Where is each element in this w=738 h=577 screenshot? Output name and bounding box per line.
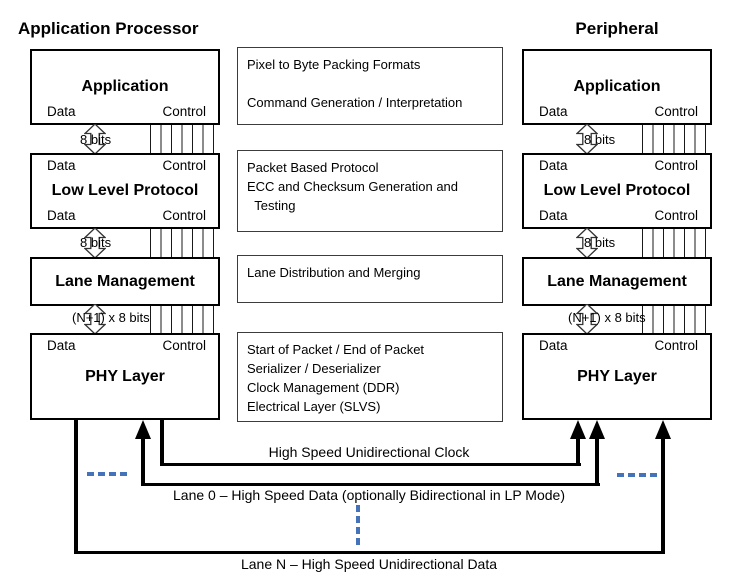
ph-llp-data-port-top-label: Data (539, 158, 568, 173)
lane0-label: Lane 0 – High Speed Data (optionally Bid… (173, 487, 565, 503)
ap-low-level-protocol-label: Low Level Protocol (51, 182, 199, 199)
laneN-line-horizontal (74, 551, 665, 554)
left-lanes-ellipsis-dashes (87, 472, 128, 476)
ap-application-label: Application (81, 78, 169, 95)
ph-control-bus-app-llp (642, 125, 706, 153)
ph-bus-width-label-1: 8 bits (584, 132, 616, 147)
phy-layer-description-box: Start of Packet / End of Packet Serializ… (237, 332, 503, 422)
description-line: Pixel to Byte Packing Formats (247, 57, 421, 72)
ph-control-bus-llp-lane (642, 229, 706, 257)
ph-phy-data-port-label: Data (539, 338, 568, 353)
ph-control-bus-lane-phy (642, 306, 706, 333)
description-line: Electrical Layer (SLVS) (247, 399, 381, 414)
description-line (247, 74, 494, 93)
ph-low-level-protocol-label: Low Level Protocol (543, 182, 691, 199)
application-processor-stack: Application Data Control 8 bits Data Con… (30, 0, 220, 577)
description-line: Command Generation / Interpretation (247, 95, 463, 110)
ph-application-control-port-label: Control (654, 103, 698, 119)
clock-line-horizontal (160, 463, 581, 466)
ap-phy-data-port-label: Data (47, 338, 76, 353)
ap-application-data-port-label: Data (47, 103, 76, 119)
ph-low-level-protocol-box: Data Control Low Level Protocol Data Con… (522, 153, 712, 229)
ap-lane-management-box: Lane Management (30, 257, 220, 306)
ap-data-bus-arrow-icon-1 (84, 124, 106, 154)
ph-bus-width-label-3: (N+1) x 8 bits (568, 310, 646, 325)
laneN-line-left-drop (74, 420, 78, 554)
clock-label: High Speed Unidirectional Clock (268, 444, 470, 460)
ap-control-bus-llp-lane (150, 229, 214, 257)
description-line: ECC and Checksum Generation and (247, 179, 459, 194)
ph-lane-management-box: Lane Management (522, 257, 712, 306)
lane0-line-horizontal (141, 483, 600, 486)
description-line: Testing (247, 198, 296, 213)
ap-phy-layer-label: PHY Layer (85, 367, 165, 385)
description-line: Clock Management (DDR) (247, 380, 400, 395)
ap-llp-data-port-top-label: Data (47, 158, 76, 173)
peripheral-stack: Application Data Control 8 bits Data Con… (522, 0, 712, 577)
ap-llp-control-port-top-label: Control (162, 158, 206, 173)
ph-data-bus-arrow-icon-1 (576, 124, 598, 154)
ph-application-box: Application Data Control (522, 49, 712, 125)
lane0-line-right-rise (595, 436, 599, 486)
ph-llp-control-port-top-label: Control (654, 158, 698, 173)
ph-phy-control-port-label: Control (654, 338, 698, 353)
application-description-box: Pixel to Byte Packing Formats Command Ge… (237, 47, 503, 125)
lane0-line-left-drop (141, 436, 145, 486)
title-application-processor: Application Processor (18, 19, 199, 38)
ap-application-control-port-label: Control (162, 103, 206, 119)
ph-llp-data-port-bottom-label: Data (539, 207, 568, 223)
ap-bus-width-label-2: 8 bits (80, 235, 112, 250)
ph-lane-management-label: Lane Management (547, 272, 687, 290)
ap-data-bus-arrow-icon-2 (84, 228, 106, 258)
lane0-left-up-arrow-icon (135, 420, 151, 439)
ph-phy-layer-box: Data Control PHY Layer (522, 333, 712, 420)
laneN-line-right-rise (661, 436, 665, 554)
ph-application-label: Application (573, 78, 661, 95)
lane-management-description-box: Lane Distribution and Merging (237, 255, 503, 303)
ph-phy-layer-label: PHY Layer (577, 367, 657, 385)
ap-data-bus-arrow-icon-3 (84, 304, 106, 334)
ph-data-bus-arrow-icon-2 (576, 228, 598, 258)
ap-lane-management-label: Lane Management (55, 272, 195, 290)
clock-line-left-drop (160, 420, 164, 466)
right-lanes-ellipsis-dashes (617, 473, 659, 477)
ap-low-level-protocol-box: Data Control Low Level Protocol Data Con… (30, 153, 220, 229)
description-line: Packet Based Protocol (247, 160, 379, 175)
ap-llp-data-port-bottom-label: Data (47, 207, 76, 223)
ap-llp-control-port-bottom-label: Control (162, 207, 206, 223)
ph-application-data-port-label: Data (539, 103, 568, 119)
clock-up-arrow-icon (570, 420, 586, 439)
ph-bus-width-label-2: 8 bits (584, 235, 616, 250)
laneN-label: Lane N – High Speed Unidirectional Data (240, 556, 498, 572)
ap-phy-layer-box: Data Control PHY Layer (30, 333, 220, 420)
ph-data-bus-arrow-icon-3 (576, 304, 598, 334)
clock-line-right-rise (576, 437, 580, 466)
description-line: Start of Packet / End of Packet (247, 342, 425, 357)
lane0-right-up-arrow-icon (589, 420, 605, 439)
description-line: Lane Distribution and Merging (247, 265, 421, 280)
ap-bus-width-label-3: (N+1) x 8 bits (72, 310, 150, 325)
middle-lanes-ellipsis-dashes (356, 505, 360, 546)
ap-application-box: Application Data Control (30, 49, 220, 125)
low-level-protocol-description-box: Packet Based Protocol ECC and Checksum G… (237, 150, 503, 232)
description-line: Serializer / Deserializer (247, 361, 381, 376)
ap-phy-control-port-label: Control (162, 338, 206, 353)
ap-control-bus-lane-phy (150, 306, 214, 333)
ap-control-bus-app-llp (150, 125, 214, 153)
laneN-right-up-arrow-icon (655, 420, 671, 439)
ap-bus-width-label-1: 8 bits (80, 132, 112, 147)
ph-llp-control-port-bottom-label: Control (654, 207, 698, 223)
title-peripheral: Peripheral (575, 19, 659, 38)
